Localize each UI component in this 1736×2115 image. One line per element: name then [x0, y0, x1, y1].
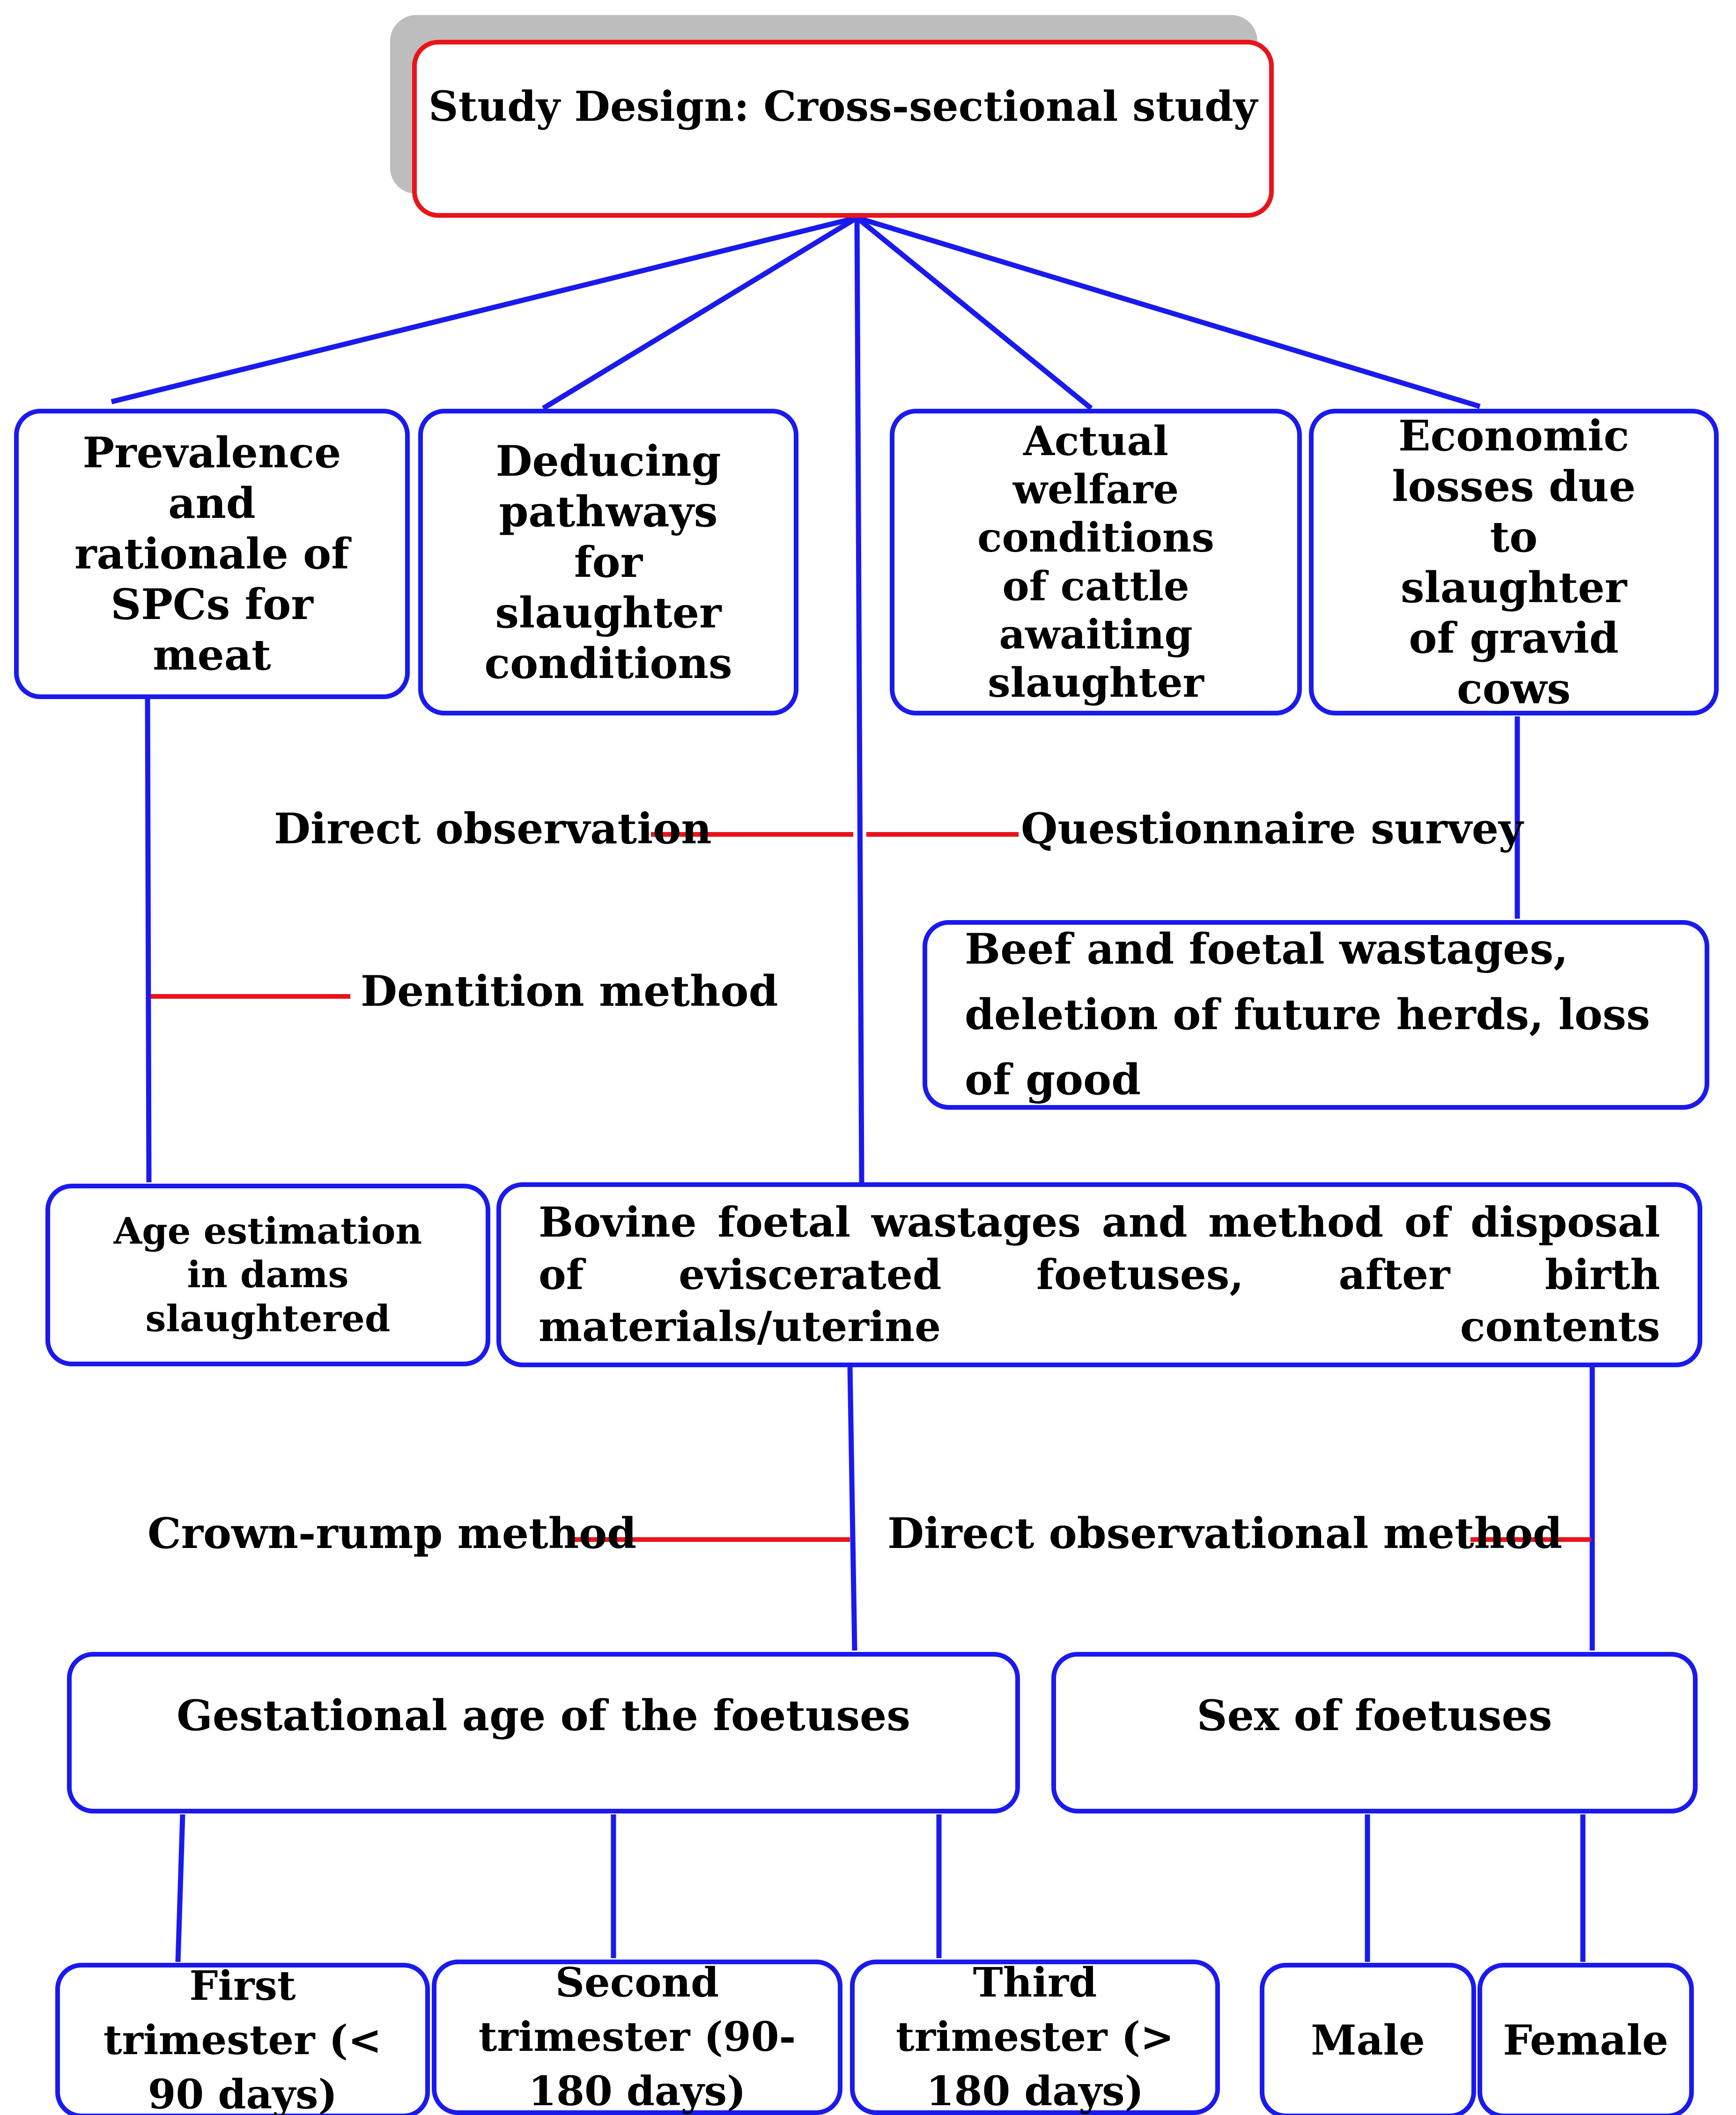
questionnaire-survey-label: Questionnaire survey: [1021, 804, 1523, 854]
female-box: Female: [1477, 1963, 1694, 2115]
sex-of-foetuses-box: Sex of foetuses: [1051, 1652, 1698, 1813]
male-box: Male: [1260, 1963, 1476, 2115]
prevalence-box: Prevalence and rationale of SPCs for mea…: [14, 409, 410, 699]
arrow-to-first-trimester: [175, 1814, 185, 1962]
foetal-wastage-box: Bovine foetal wastages and method of dis…: [496, 1182, 1702, 1367]
arrow-to-gestational-age: [847, 1367, 857, 1651]
beef-wastage-box: Beef and foetal wastages, deletion of fu…: [923, 920, 1709, 1110]
crown-rump-method-label: Crown-rump method: [148, 1509, 637, 1558]
direct-observational-method-label: Direct observational method: [887, 1509, 1563, 1558]
direct-observation-label: Direct observation: [274, 804, 712, 854]
study-design-box: Study Design: Cross-sectional study: [412, 40, 1274, 218]
deducing-box: Deducing pathways for slaughter conditio…: [418, 409, 798, 715]
second-trimester-box: Second trimester (90-180 days): [432, 1959, 842, 2115]
dentition-method-label: Dentition method: [361, 966, 778, 1016]
age-estimation-box: Age estimation in dams slaughtered: [45, 1184, 490, 1366]
gestational-age-box: Gestational age of the foetuses: [67, 1652, 1020, 1813]
arrow-to-economic: [856, 215, 1481, 409]
arrow-to-prevalence: [111, 215, 858, 405]
arrow-to-foetal-wastage: [854, 217, 864, 1183]
arrow-to-deducing: [542, 215, 858, 411]
welfare-box: Actual welfare conditions of cattle awai…: [890, 409, 1302, 715]
economic-box: Economic losses due to slaughter of grav…: [1309, 409, 1719, 715]
arrow-to-age-estimation: [145, 688, 152, 1183]
arrow-to-welfare: [855, 215, 1093, 411]
third-trimester-box: Third trimester (> 180 days): [850, 1959, 1220, 2115]
first-trimester-box: First trimester (< 90 days): [55, 1962, 430, 2115]
